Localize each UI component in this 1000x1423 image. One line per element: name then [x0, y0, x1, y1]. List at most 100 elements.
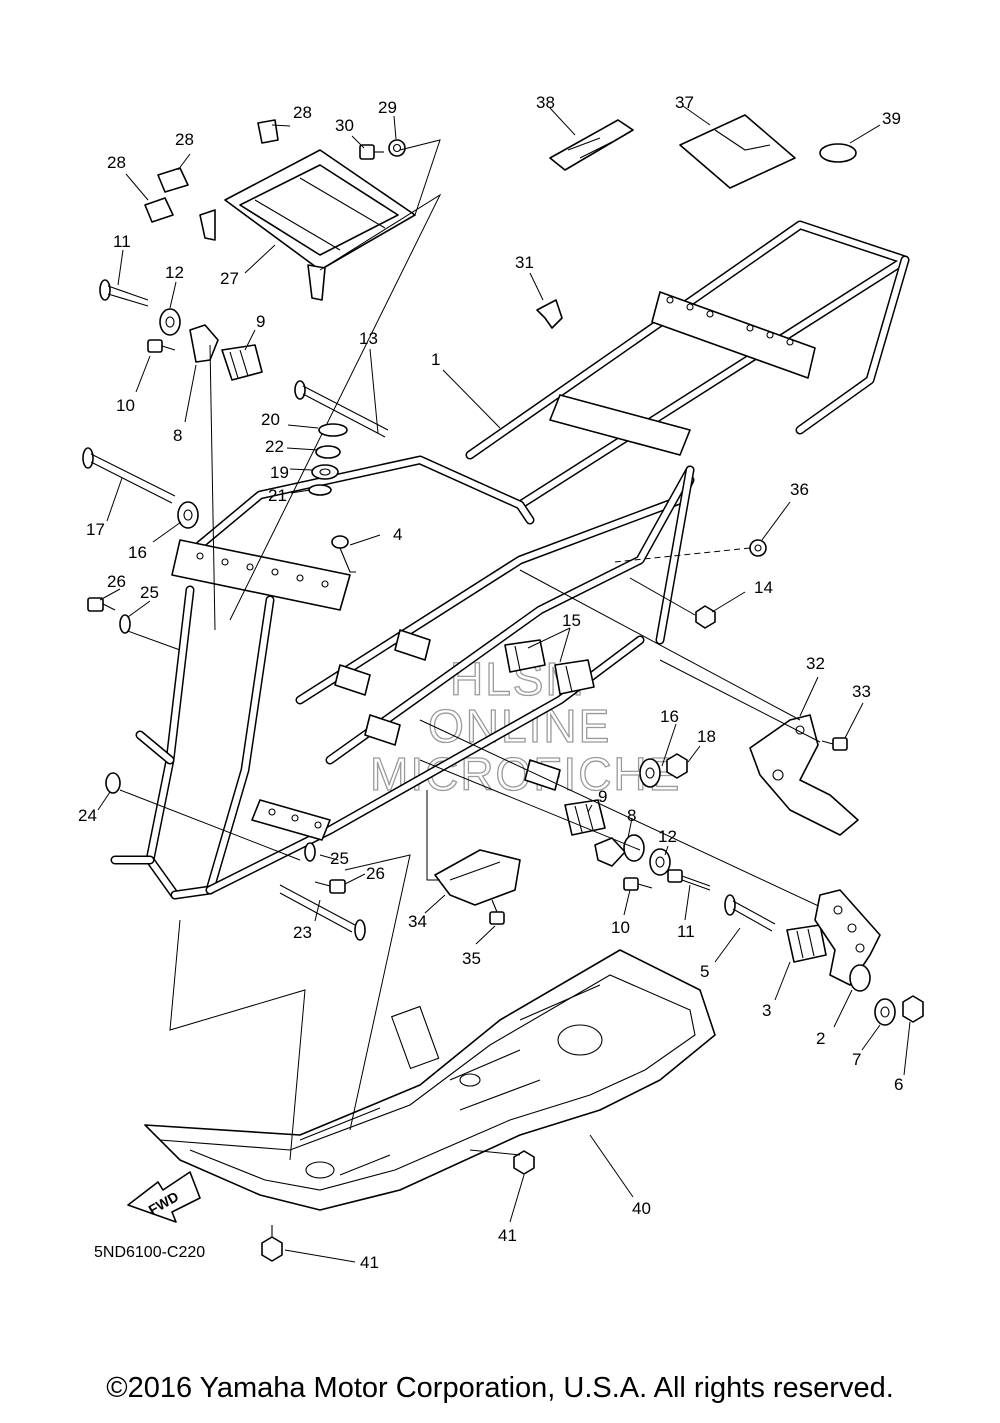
- watermark-line-3: MICROFICHE: [370, 748, 681, 800]
- clip-28: [144, 119, 279, 223]
- skid-plate-40: [144, 949, 716, 1211]
- callout-16a: 16: [128, 543, 147, 562]
- callout-18: 18: [697, 727, 716, 746]
- callout-3: 3: [762, 1001, 771, 1020]
- main-frame: [110, 220, 910, 900]
- bolt-4: [331, 535, 356, 573]
- collar-16-upper: [177, 501, 199, 529]
- tool-38: [549, 119, 634, 171]
- bolt-10-upper: [147, 339, 176, 353]
- callout-9b: 9: [598, 787, 607, 806]
- callout-29: 29: [378, 98, 397, 117]
- callout-12a: 12: [165, 263, 184, 282]
- damper-9-lower: [564, 799, 606, 836]
- callout-26a: 26: [107, 572, 126, 591]
- bolt-26-upper: [87, 597, 116, 612]
- nut-14: [695, 605, 716, 629]
- callout-13: 13: [359, 329, 378, 348]
- callout-27: 27: [220, 269, 239, 288]
- callout-38: 38: [536, 93, 555, 112]
- callout-33: 33: [852, 682, 871, 701]
- nut-29: [388, 139, 406, 157]
- washer-20: [318, 423, 348, 437]
- callout-25b: 25: [330, 849, 349, 868]
- callout-36: 36: [790, 480, 809, 499]
- damper-9-upper: [221, 344, 263, 381]
- callout-21: 21: [268, 486, 287, 505]
- collar-16-lower: [639, 758, 661, 788]
- callout-24: 24: [78, 806, 97, 825]
- callout-28a: 28: [175, 130, 194, 149]
- diagram-code: 5ND6100-C220: [94, 1244, 205, 1261]
- washer-21: [308, 484, 332, 496]
- fwd-arrow-icon: FWD: [127, 1171, 201, 1223]
- callout-22: 22: [265, 437, 284, 456]
- washer-22: [315, 445, 341, 459]
- callout-40: 40: [632, 1199, 651, 1218]
- callout-19: 19: [270, 463, 289, 482]
- callout-15: 15: [562, 611, 581, 630]
- callout-4: 4: [393, 525, 402, 544]
- bracket-8-lower: [594, 834, 645, 867]
- callout-20: 20: [261, 410, 280, 429]
- callout-35: 35: [462, 949, 481, 968]
- copyright-notice: ©2016 Yamaha Motor Corporation, U.S.A. A…: [106, 1372, 894, 1404]
- callout-8b: 8: [627, 806, 636, 825]
- bolt-41-right: [513, 1150, 535, 1175]
- bolt-17: [82, 447, 176, 504]
- bracket-8-upper: [189, 324, 219, 363]
- callout-11a: 11: [113, 232, 131, 251]
- callout-30: 30: [335, 116, 354, 135]
- callout-labels: 1 2 3 4 5 6 7 8 8 9 9 10 10 11 11 12 12 …: [78, 93, 903, 1272]
- collar-12-upper: [159, 308, 181, 336]
- washer-25-upper: [119, 614, 131, 634]
- callout-41a: 41: [498, 1226, 517, 1245]
- bushing-19: [311, 464, 339, 480]
- grommet-36: [749, 539, 767, 557]
- callout-7: 7: [852, 1050, 861, 1069]
- callout-10a: 10: [116, 396, 135, 415]
- frame-exploded-view: HLSM ONLINE MICROFICHE: [78, 93, 924, 1272]
- callout-2: 2: [816, 1029, 825, 1048]
- callout-32: 32: [806, 654, 825, 673]
- bolt-41-left: [261, 1225, 283, 1262]
- callout-25a: 25: [140, 583, 159, 602]
- callout-6: 6: [894, 1075, 903, 1094]
- callout-31: 31: [515, 253, 534, 272]
- collar-7: [874, 998, 896, 1026]
- washer-25-lower: [304, 842, 316, 862]
- callout-26b: 26: [366, 864, 385, 883]
- bolt-5: [724, 894, 776, 932]
- callout-12b: 12: [658, 827, 677, 846]
- bolt-33: [821, 737, 848, 751]
- callout-23: 23: [293, 923, 312, 942]
- bolt-13: [294, 380, 389, 438]
- bracket-2: [814, 889, 881, 992]
- bolt-30: [359, 144, 384, 160]
- callout-1: 1: [431, 350, 440, 369]
- nut-18: [666, 753, 688, 779]
- bracket-34: [434, 849, 521, 906]
- o-ring-39: [819, 143, 857, 163]
- bolt-23: [279, 884, 366, 941]
- callout-16b: 16: [660, 707, 679, 726]
- leader-lines: [97, 105, 911, 1263]
- bracket-32: [749, 714, 859, 836]
- callout-14: 14: [754, 578, 773, 597]
- callout-5: 5: [700, 962, 709, 981]
- collar-12-lower: [649, 848, 671, 876]
- callout-28b: 28: [107, 153, 126, 172]
- bracket-31: [536, 299, 563, 329]
- callout-34: 34: [408, 912, 427, 931]
- callout-10b: 10: [611, 918, 630, 937]
- callout-28c: 28: [293, 103, 312, 122]
- callout-8a: 8: [173, 426, 182, 445]
- callout-37: 37: [675, 93, 694, 112]
- callout-39: 39: [882, 109, 901, 128]
- damper-15: [504, 639, 595, 695]
- callout-11b: 11: [677, 922, 695, 941]
- damper-3: [786, 924, 827, 963]
- callout-41b: 41: [360, 1253, 379, 1272]
- washer-24: [105, 772, 121, 794]
